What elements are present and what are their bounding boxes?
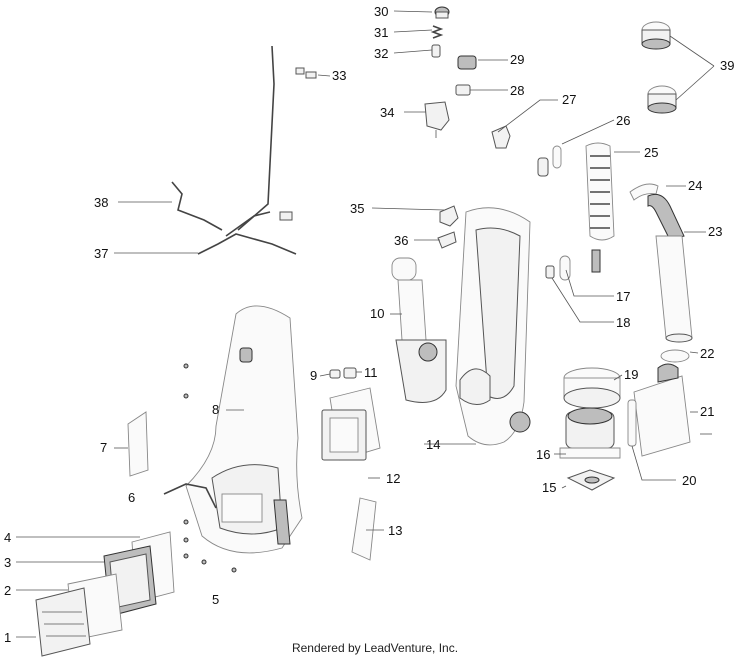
- callout-25: 25: [644, 145, 658, 160]
- part-6-hose-bracket: [163, 483, 217, 509]
- render-credit: Rendered by LeadVenture, Inc.: [292, 641, 458, 655]
- callout-2: 2: [4, 583, 11, 598]
- part-8-main-body: [185, 305, 303, 554]
- part-34-bracket: [424, 101, 450, 138]
- callout-4: 4: [4, 530, 11, 545]
- callout-22: 22: [700, 346, 714, 361]
- callout-34: 34: [380, 105, 394, 120]
- part-33-connector: [295, 67, 317, 79]
- part-12-filter-cage: [321, 387, 381, 461]
- callout-37: 37: [94, 246, 108, 261]
- part-17-ring: [559, 255, 571, 281]
- callout-14: 14: [426, 437, 440, 452]
- part-37-cord: [197, 211, 297, 255]
- part-36-latch: [437, 231, 457, 249]
- part-18-clip: [545, 265, 555, 279]
- callout-8: 8: [212, 402, 219, 417]
- callout-29: 29: [510, 52, 524, 67]
- callout-13: 13: [388, 523, 402, 538]
- callout-30: 30: [374, 4, 388, 19]
- callout-9: 9: [310, 368, 317, 383]
- part-23-wand-tube: [655, 235, 693, 343]
- part-1-grille: [35, 587, 91, 657]
- callout-6: 6: [128, 490, 135, 505]
- callout-1: 1: [4, 630, 11, 645]
- part-30-cap: [434, 6, 450, 19]
- part-35-bracket: [439, 205, 459, 227]
- callout-28: 28: [510, 83, 524, 98]
- callout-24: 24: [688, 178, 702, 193]
- callout-17: 17: [616, 289, 630, 304]
- part-7-latch: [127, 411, 149, 477]
- callout-20: 20: [682, 473, 696, 488]
- part-13-gasket: [351, 497, 377, 561]
- callout-31: 31: [374, 25, 388, 40]
- callout-12: 12: [386, 471, 400, 486]
- callout-21: 21: [700, 404, 714, 419]
- part-11-fitting: [343, 367, 357, 379]
- part-32-fitting: [431, 44, 441, 58]
- part-19-filter-lid: [563, 367, 621, 409]
- callout-3: 3: [4, 555, 11, 570]
- part-14-rear-housing: [455, 207, 531, 446]
- callout-33: 33: [332, 68, 346, 83]
- part-22-seal-ring: [660, 349, 690, 363]
- callout-19: 19: [624, 367, 638, 382]
- part-10-intake-duct: [391, 257, 447, 403]
- callout-5: 5: [212, 592, 219, 607]
- callout-11: 11: [364, 365, 378, 380]
- callout-15: 15: [542, 480, 556, 495]
- callout-36: 36: [394, 233, 408, 248]
- callout-27: 27: [562, 92, 576, 107]
- part-9-fitting: [329, 369, 341, 379]
- callout-35: 35: [350, 201, 364, 216]
- callout-16: 16: [536, 447, 550, 462]
- callout-32: 32: [374, 46, 388, 61]
- part-25-coiled-hose: [585, 142, 615, 273]
- callout-10: 10: [370, 306, 384, 321]
- part-28-clip: [455, 84, 471, 96]
- part-31-spring: [430, 25, 444, 39]
- part-38-cord: [171, 45, 275, 231]
- part-39-cap-upper: [641, 21, 671, 50]
- callout-7: 7: [100, 440, 107, 455]
- part-39-cap-lower: [647, 85, 677, 114]
- part-29-switch: [457, 55, 477, 70]
- part-15-motor-mount: [566, 469, 616, 491]
- part-20-latch: [627, 399, 637, 447]
- part-5-screws: [183, 363, 237, 573]
- callout-23: 23: [708, 224, 722, 239]
- callout-39: 39: [720, 58, 734, 73]
- part-21-dust-bin: [633, 363, 712, 457]
- part-26-hook: [537, 145, 562, 177]
- callout-18: 18: [616, 315, 630, 330]
- part-24-handle: [629, 183, 685, 241]
- callout-26: 26: [616, 113, 630, 128]
- callout-38: 38: [94, 195, 108, 210]
- part-27-clip: [491, 125, 511, 149]
- part-16-motor: [559, 407, 621, 459]
